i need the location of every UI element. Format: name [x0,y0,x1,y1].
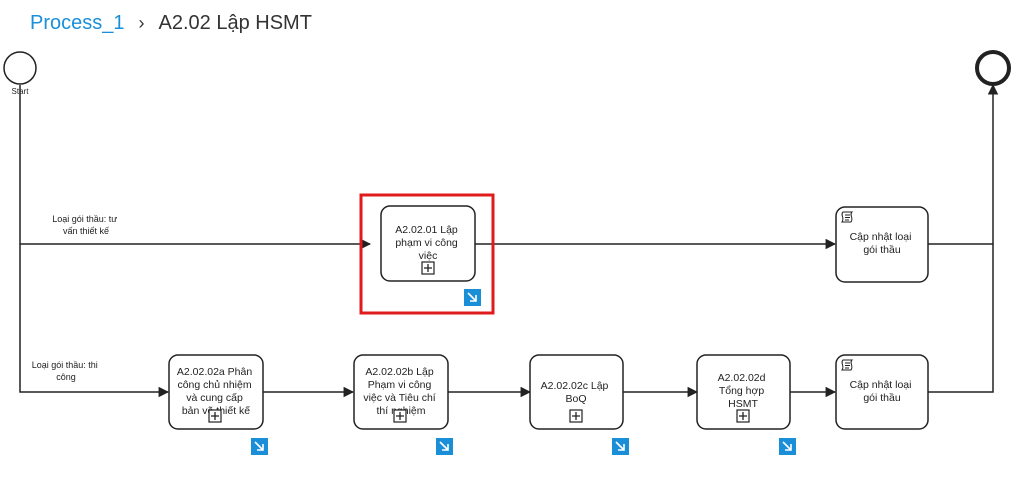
drilldown-arrow-icon[interactable] [779,438,796,455]
task-a20202c-label: A2.02.02c Lập BoQ [541,380,612,405]
task-a20202d-label: A2.02.02d Tổng hợp HSMT [718,372,769,410]
breadcrumb-process-link[interactable]: Process_1 [30,11,125,34]
drilldown-arrow-icon[interactable] [464,289,481,306]
end-event[interactable] [975,50,1011,86]
start-label: Start [12,87,30,96]
plus-square-icon [569,409,583,423]
flow-label-consulting: Loại gói thầu: tư vấn thiết kế [52,214,120,236]
breadcrumb-current: A2.02 Lập HSMT [158,11,312,34]
flow-update2-to-end[interactable] [928,244,994,393]
task-update-type-2-label: Cập nhật loại gói thầu [850,379,915,404]
task-a20201[interactable]: A2.02.01 Lập phạm vi công việc [380,205,476,282]
flow-update1-to-end[interactable] [928,83,999,245]
flow-start-to-a20202a[interactable] [19,244,170,398]
task-update-type-1-label: Cập nhật loại gói thầu [850,231,915,256]
plus-square-icon [208,409,222,423]
script-icon [841,359,854,371]
drilldown-arrow-icon[interactable] [436,438,453,455]
drilldown-arrow-icon[interactable] [612,438,629,455]
task-update-type-2[interactable]: Cập nhật loại gói thầu [835,354,929,430]
plus-square-icon [393,409,407,423]
drilldown-arrow-icon[interactable] [251,438,268,455]
selection-highlight [359,193,495,315]
plus-square-icon [421,261,435,275]
task-a20202c[interactable]: A2.02.02c Lập BoQ [529,354,624,430]
breadcrumb-separator-icon: › [138,12,145,33]
flow-label-construction: Loại gói thầu: thi công [32,360,101,382]
plus-square-icon [736,409,750,423]
script-icon [841,211,854,223]
breadcrumb: Process_1 › A2.02 Lập HSMT [30,8,312,38]
start-event[interactable]: Start [3,51,37,96]
task-a20201-label: A2.02.01 Lập phạm vi công việc [395,224,460,262]
task-a20202d[interactable]: A2.02.02d Tổng hợp HSMT [696,354,791,430]
task-a20202a-label: A2.02.02a Phân công chủ nhiệm và cung cấ… [177,366,255,417]
task-a20202a[interactable]: A2.02.02a Phân công chủ nhiệm và cung cấ… [168,354,264,430]
task-a20202b[interactable]: A2.02.02b Lập Phạm vi công việc và Tiêu … [353,354,449,430]
task-update-type-1[interactable]: Cập nhật loại gói thầu [835,206,929,283]
task-a20202b-label: A2.02.02b Lập Phạm vi công việc và Tiêu … [363,366,438,417]
